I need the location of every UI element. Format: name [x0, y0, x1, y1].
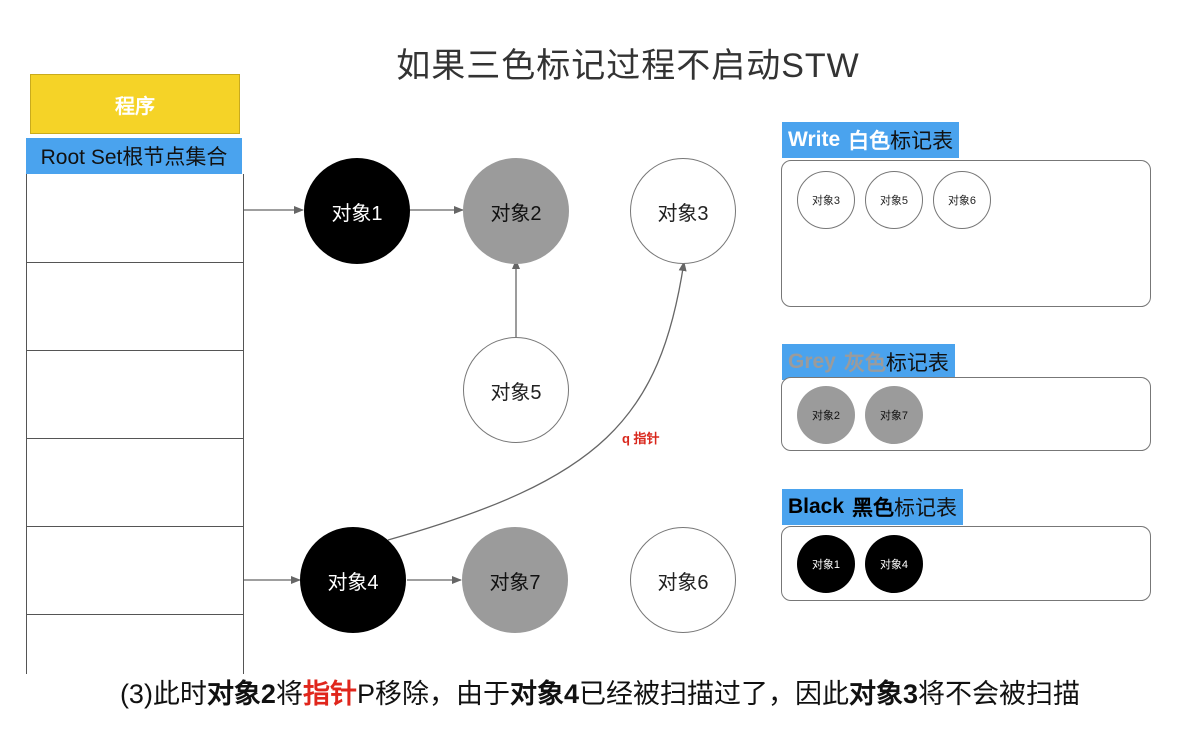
caption-part: (3)此时 — [119, 679, 207, 709]
black-table-en: Black — [788, 495, 845, 518]
white-table-color: 白色 — [848, 130, 891, 153]
root-set-row — [27, 614, 243, 615]
root-set-row — [27, 438, 243, 439]
caption-pointer: 指针 — [302, 679, 357, 709]
node-obj1: 对象1 — [304, 158, 410, 264]
black-item: 对象1 — [797, 535, 855, 593]
caption-part: 将不会被扫描 — [918, 679, 1081, 709]
node-obj6: 对象6 — [630, 527, 736, 633]
white-item: 对象5 — [865, 171, 923, 229]
white-table-en: Write — [788, 128, 841, 151]
white-table-header: Write 白色 标记表 — [782, 122, 960, 158]
grey-table-suffix: 标记表 — [885, 352, 949, 375]
grey-table-color: 灰色 — [843, 352, 886, 375]
grey-item: 对象7 — [865, 386, 923, 444]
caption: (3)此时对象2将指针P移除，由于对象4已经被扫描过了，因此对象3将不会被扫描 — [0, 672, 1200, 711]
caption-part: 已经被扫描过了，因此 — [579, 679, 850, 709]
grey-table-box: 对象2 对象7 — [781, 377, 1151, 451]
white-table-box: 对象3 对象5 对象6 — [781, 160, 1151, 307]
grey-item: 对象2 — [797, 386, 855, 444]
root-set-row — [27, 526, 243, 527]
caption-obj3: 对象3 — [849, 679, 919, 709]
black-table-color: 黑色 — [852, 497, 895, 520]
node-obj2: 对象2 — [463, 158, 569, 264]
black-table-box: 对象1 对象4 — [781, 526, 1151, 601]
white-table-suffix: 标记表 — [890, 130, 954, 153]
black-table-header: Black 黑色 标记表 — [782, 489, 964, 525]
black-item: 对象4 — [865, 535, 923, 593]
page-title: 如果三色标记过程不启动STW — [396, 47, 860, 85]
white-item: 对象6 — [933, 171, 991, 229]
black-table-suffix: 标记表 — [894, 497, 958, 520]
caption-obj4: 对象4 — [509, 679, 580, 709]
program-box: 程序 — [30, 74, 240, 134]
edge-obj4-to-obj3-q-pointer — [387, 261, 687, 541]
node-obj5: 对象5 — [463, 337, 569, 443]
root-set-table — [26, 174, 244, 674]
caption-obj2: 对象2 — [206, 679, 276, 709]
root-set-label: Root Set根节点集合 — [26, 138, 242, 174]
grey-table-header: Grey 灰色 标记表 — [782, 344, 955, 380]
white-item: 对象3 — [797, 171, 855, 229]
grey-table-en: Grey — [788, 350, 836, 373]
node-obj4: 对象4 — [300, 527, 406, 633]
q-pointer-label: q 指针 — [622, 431, 660, 446]
caption-part: P移除，由于 — [356, 679, 510, 709]
root-set-row — [27, 350, 243, 351]
node-obj3: 对象3 — [630, 158, 736, 264]
node-obj7: 对象7 — [462, 527, 568, 633]
root-set-row — [27, 262, 243, 263]
caption-part: 将 — [275, 679, 303, 709]
